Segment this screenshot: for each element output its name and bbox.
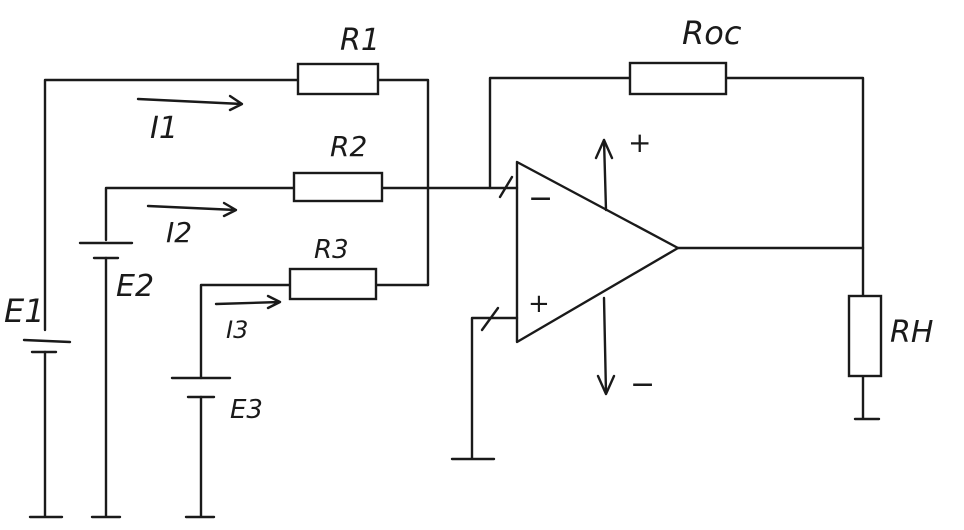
wire-r1-right: [376, 78, 430, 287]
wire-noninv-ground: [470, 316, 519, 460]
label-r2: R2: [330, 130, 367, 163]
noninverting-input-mark: [480, 306, 500, 332]
resistor-rh: [847, 294, 883, 378]
ground-symbols: [28, 417, 881, 519]
current-arrow-i1-icon: [136, 94, 244, 112]
battery-e1: [22, 338, 72, 354]
current-arrow-i2-icon: [146, 201, 238, 218]
battery-e2: [78, 241, 134, 260]
resistor-r3: [288, 267, 378, 301]
label-r1: R1: [340, 23, 380, 58]
label-e2: E2: [116, 269, 154, 304]
wire-r2-branch: [104, 186, 296, 242]
resistor-roc: [628, 61, 728, 96]
label-e1: E1: [4, 292, 45, 330]
label-i1: I1: [150, 111, 178, 146]
label-noninverting-sign: +: [528, 289, 550, 319]
resistor-r1: [296, 62, 380, 96]
supply-negative-arrow-icon: [596, 374, 616, 396]
label-r3: R3: [314, 235, 349, 265]
opamp-triangle: [515, 160, 680, 344]
label-rh: RH: [890, 315, 933, 350]
wire-r1-branch: [43, 78, 300, 332]
label-e3: E3: [230, 395, 263, 425]
supply-negative-lead: [602, 296, 608, 395]
label-supply-positive: +: [628, 126, 651, 159]
current-arrows: [136, 94, 282, 310]
label-i2: I2: [166, 216, 192, 249]
current-arrow-i3-icon: [214, 294, 282, 310]
battery-e3: [170, 376, 232, 399]
label-i3: I3: [226, 316, 248, 344]
wire-feedback-left: [488, 76, 632, 190]
wire-r3-branch: [199, 283, 292, 380]
supply-positive-lead: [602, 138, 608, 212]
supply-positive-arrow-icon: [594, 138, 614, 160]
inverting-input-mark: [498, 175, 514, 199]
resistor-r2: [292, 171, 384, 203]
label-roc: Roc: [682, 14, 742, 52]
wires: [43, 76, 865, 518]
wire-feedback-right: [724, 76, 865, 298]
label-inverting-sign: −: [528, 181, 553, 216]
label-supply-negative: −: [630, 367, 655, 402]
